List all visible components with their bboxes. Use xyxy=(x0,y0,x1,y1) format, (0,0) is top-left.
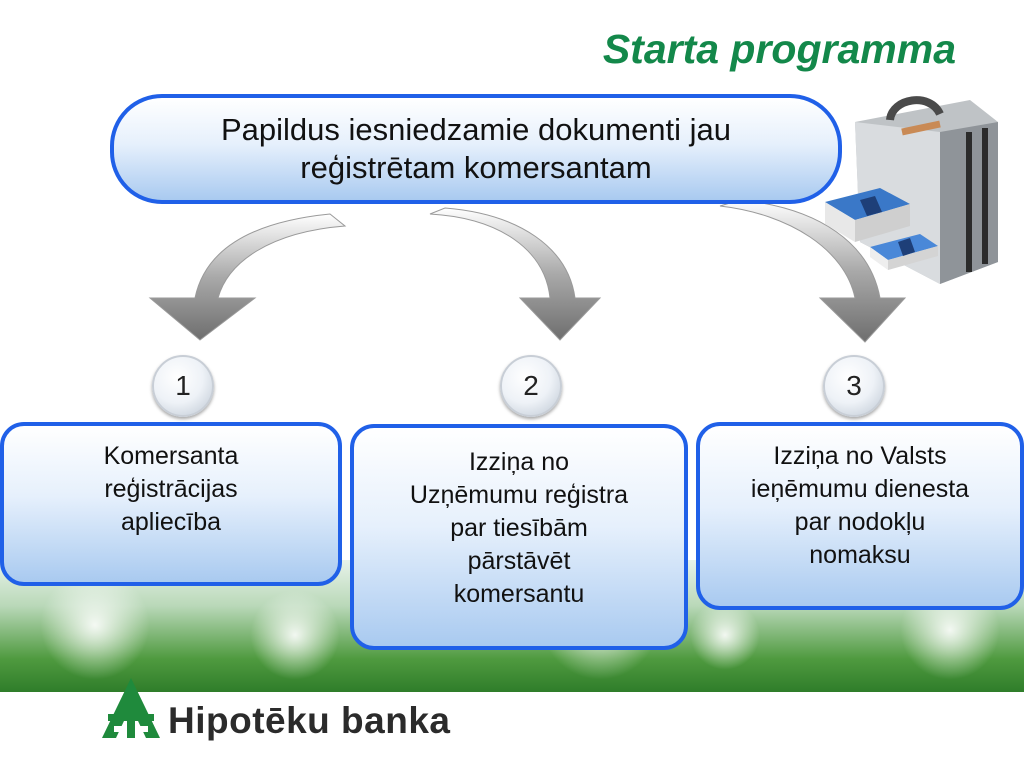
hb-logo-icon xyxy=(102,678,160,738)
step-number: 2 xyxy=(523,370,539,401)
briefcase-money-icon xyxy=(825,96,998,284)
bokeh-light xyxy=(690,600,760,670)
arrow-to-step-3 xyxy=(719,199,907,343)
step-text-line: pārstāvēt xyxy=(467,547,571,575)
main-box-line: Papildus iesniedzamie dokumenti jau xyxy=(220,112,732,147)
step-text-line: Komersanta xyxy=(103,442,239,470)
step-text-line: par tiesībām xyxy=(450,514,588,542)
arrow-to-step-1 xyxy=(148,213,347,341)
page-title: Starta programma xyxy=(602,26,956,72)
step-text-line: par nodokļu xyxy=(794,508,926,536)
step-number: 1 xyxy=(175,370,191,401)
step-text-line: Izziņa no Valsts xyxy=(773,442,947,470)
step-text-line: apliecība xyxy=(120,508,222,536)
step-number: 3 xyxy=(846,370,862,401)
bank-logo-text: Hipotēku banka xyxy=(168,700,451,741)
arrow-to-step-2 xyxy=(429,207,602,341)
main-box-line: reģistrētam komersantam xyxy=(300,150,652,185)
step-number-badge: 1 xyxy=(152,355,214,417)
step-text-line: reģistrācijas xyxy=(104,475,238,503)
step-text-line: Izziņa no xyxy=(468,448,570,476)
bokeh-light xyxy=(40,570,150,680)
step-box-3: Izziņa no Valsts ieņēmumu dienesta par n… xyxy=(696,422,1024,610)
step-box-1: Komersanta reģistrācijas apliecība xyxy=(0,422,342,586)
step-text-line: Uzņēmumu reģistra xyxy=(409,481,629,509)
step-text-line: ieņēmumu dienesta xyxy=(750,475,970,503)
bokeh-light xyxy=(250,590,340,680)
step-number-badge: 3 xyxy=(823,355,885,417)
step-box-2: Izziņa no Uzņēmumu reģistra par tiesībām… xyxy=(350,424,688,650)
step-number-badge: 2 xyxy=(500,355,562,417)
main-box: Papildus iesniedzamie dokumenti jau reģi… xyxy=(110,94,842,204)
step-text-line: nomaksu xyxy=(809,541,911,569)
step-text-line: komersantu xyxy=(453,580,585,608)
